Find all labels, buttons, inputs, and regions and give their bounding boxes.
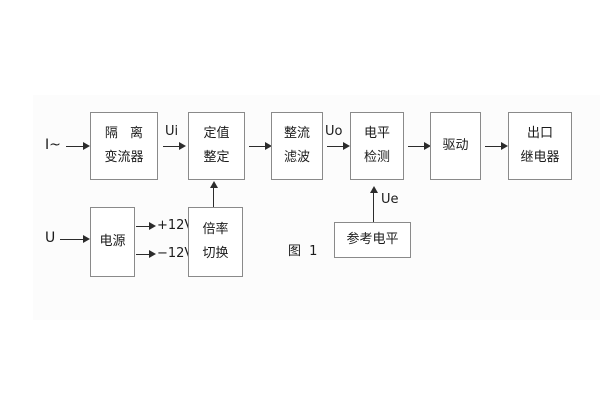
wire-rail-neg-12v	[136, 254, 152, 255]
wire-isolation-to-setting	[163, 146, 182, 147]
block-driver[interactable]: 驱动	[430, 112, 481, 180]
block-power-supply-line-1: 电源	[99, 233, 126, 249]
block-output-relay-line-1: 出口	[526, 125, 553, 141]
signal-label-uo: Uo	[325, 124, 343, 139]
block-output-relay[interactable]: 出口 继电器	[508, 112, 572, 180]
arrow-rectifier-to-level	[343, 142, 350, 150]
arrow-multiplier-to-setting	[210, 181, 218, 188]
rail-label-pos-12v: +12V	[157, 218, 194, 233]
wire-current-input	[66, 146, 86, 147]
arrow-reference-to-level	[370, 186, 378, 193]
block-setting-value[interactable]: 定值 整定	[188, 112, 245, 180]
block-multiplier-switch[interactable]: 倍率 切换	[188, 207, 243, 277]
block-multiplier-switch-line-1: 倍率	[202, 221, 229, 237]
block-isolation-transformer-line-1: 隔 离	[104, 125, 148, 141]
arrow-driver-to-relay	[501, 142, 508, 150]
block-setting-value-line-1: 定值	[203, 125, 230, 141]
arrow-level-to-driver	[424, 142, 431, 150]
arrow-rail-neg-12v	[149, 250, 156, 258]
arrow-current-input	[83, 142, 90, 150]
block-rectifier-filter-line-1: 整流	[283, 125, 310, 141]
wire-driver-to-relay	[485, 146, 504, 147]
block-rectifier-filter[interactable]: 整流 滤波	[271, 112, 323, 180]
block-isolation-transformer[interactable]: 隔 离 变流器	[90, 112, 158, 180]
figure-caption: 图 1	[288, 244, 320, 259]
block-driver-line-1: 驱动	[442, 137, 469, 153]
block-isolation-transformer-line-2: 变流器	[104, 149, 144, 165]
signal-label-ue: Ue	[381, 192, 399, 207]
wire-level-to-driver	[408, 146, 427, 147]
arrow-setting-to-rectifier	[265, 142, 272, 150]
block-rectifier-filter-line-2: 滤波	[283, 149, 310, 165]
wire-multiplier-to-setting	[213, 187, 214, 207]
arrow-voltage-input	[83, 235, 90, 243]
arrow-rail-pos-12v	[149, 222, 156, 230]
input-label-current: I~	[45, 137, 61, 153]
block-level-detection-line-1: 电平	[363, 125, 390, 141]
block-power-supply[interactable]: 电源	[90, 207, 135, 277]
wire-rectifier-to-level	[327, 146, 346, 147]
signal-label-ui: Ui	[165, 124, 179, 139]
block-level-detection[interactable]: 电平 检测	[350, 112, 404, 180]
block-output-relay-line-2: 继电器	[520, 149, 560, 165]
wire-setting-to-rectifier	[249, 146, 268, 147]
wire-reference-to-level	[373, 192, 374, 222]
block-level-detection-line-2: 检测	[363, 149, 390, 165]
block-setting-value-line-2: 整定	[203, 149, 230, 165]
arrow-isolation-to-setting	[179, 142, 186, 150]
block-multiplier-switch-line-2: 切换	[202, 245, 229, 261]
wire-voltage-input	[60, 239, 86, 240]
rail-label-neg-12v: −12V	[157, 246, 194, 261]
block-reference-level[interactable]: 参考电平	[334, 222, 411, 258]
block-reference-level-line-1: 参考电平	[346, 231, 399, 247]
input-label-voltage: U	[45, 230, 56, 246]
wire-rail-pos-12v	[136, 226, 152, 227]
